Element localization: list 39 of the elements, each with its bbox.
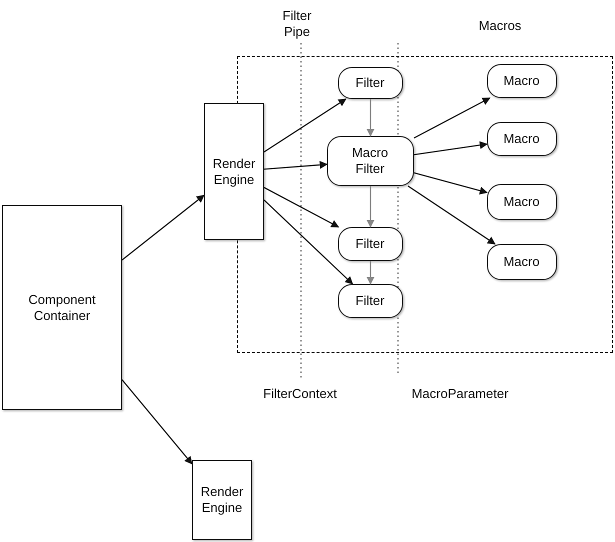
- rounded-box: [338, 284, 402, 318]
- arrow: [264, 98, 346, 153]
- rounded-box: [338, 66, 402, 98]
- node-label: Macro: [502, 72, 541, 88]
- arrow: [414, 172, 488, 194]
- node-label: Render Engine: [212, 156, 256, 188]
- section-label: Macros: [478, 18, 522, 34]
- node-label: Macro: [502, 194, 541, 210]
- rounded-box: [486, 122, 556, 156]
- arrow: [366, 99, 374, 137]
- rounded-box: [326, 136, 414, 186]
- arrow: [264, 186, 340, 228]
- node-label: Filter: [354, 74, 386, 90]
- rounded-box: [486, 184, 556, 220]
- node-label: Macro: [502, 130, 541, 146]
- arrow: [264, 160, 328, 170]
- section-label: Filter Pipe: [282, 8, 312, 40]
- rounded-box: [486, 64, 556, 98]
- arrow: [122, 194, 205, 261]
- rounded-box: [338, 226, 402, 260]
- section-label: MacroParameter: [410, 386, 510, 402]
- component-box: [192, 460, 252, 540]
- arrow: [414, 141, 488, 156]
- node-label: Component Container: [27, 292, 97, 324]
- arrow: [414, 97, 491, 139]
- arrow: [264, 200, 354, 285]
- arrow: [408, 186, 496, 244]
- rounded-box: [486, 244, 556, 280]
- component-box: [204, 103, 264, 240]
- node-label: Macro Filter: [350, 144, 390, 176]
- component-box: [2, 205, 122, 410]
- arrow: [122, 379, 192, 465]
- node-label: Filter: [354, 292, 386, 308]
- arrow: [366, 186, 374, 228]
- section-label: FilterContext: [262, 386, 338, 402]
- arrow: [366, 261, 374, 285]
- node-label: Macro: [502, 254, 541, 270]
- node-label: Render Engine: [200, 484, 244, 516]
- node-label: Filter: [354, 236, 386, 252]
